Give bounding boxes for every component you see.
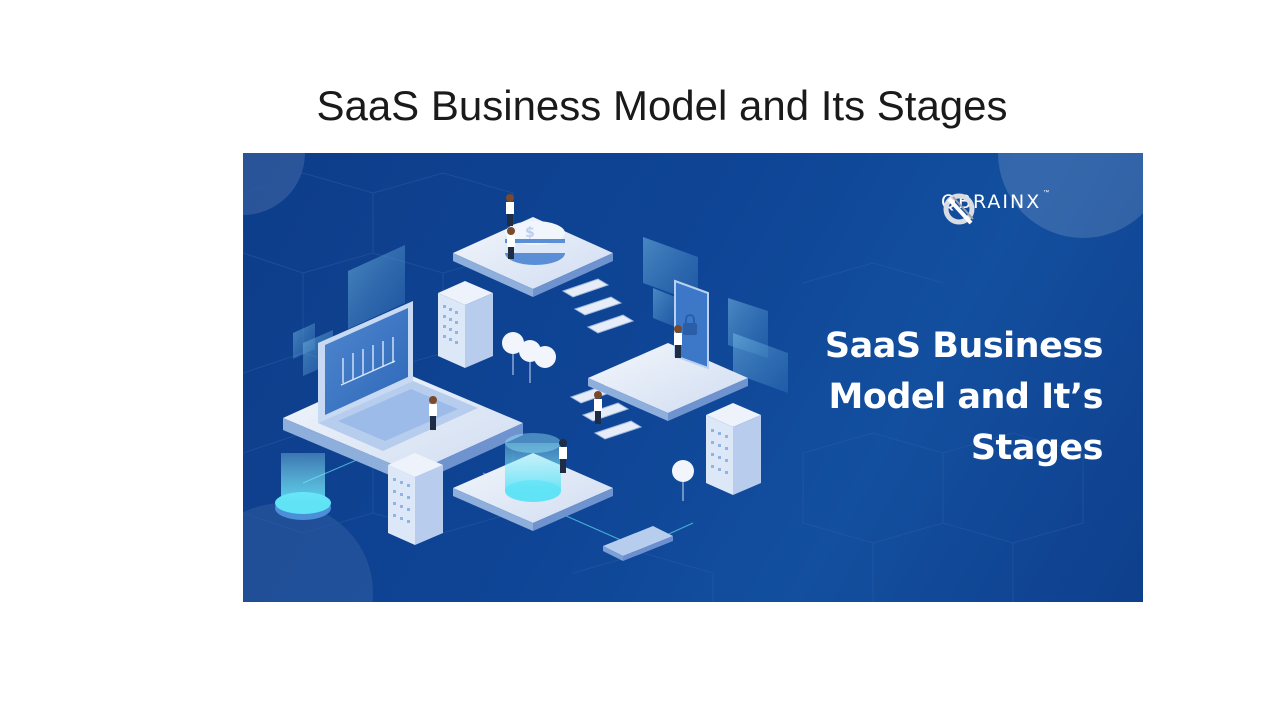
headline-line: SaaS Business	[824, 326, 1104, 366]
people-figures	[429, 194, 682, 473]
glow-platform	[453, 433, 613, 531]
slide-title: SaaS Business Model and Its Stages	[316, 82, 1008, 129]
trademark-symbol: ™	[1043, 190, 1050, 196]
decor-circle	[243, 153, 305, 215]
decor-circle	[998, 153, 1143, 238]
glow-cylinder	[275, 453, 331, 520]
server-building	[706, 403, 761, 495]
server-building	[388, 453, 443, 545]
isometric-illustration: $	[243, 153, 1143, 602]
phone-lock-platform	[588, 279, 748, 421]
headline-line: Stages	[970, 428, 1104, 468]
qbrainx-logo-icon	[943, 193, 975, 225]
cloud-balloons	[502, 332, 694, 501]
external-drive	[603, 526, 673, 561]
decor-circle	[243, 503, 373, 602]
svg-text:$: $	[525, 225, 535, 241]
database-platform: $	[453, 217, 613, 297]
headline-line: Model and It’s	[828, 377, 1103, 417]
brand-logo: QBRAINX ™	[941, 190, 1050, 225]
server-building	[438, 281, 493, 368]
laptop-platform	[283, 301, 523, 485]
banner-image: $	[243, 153, 1143, 602]
banner-headline: SaaS Business Model and It’s Stages	[824, 321, 1104, 474]
